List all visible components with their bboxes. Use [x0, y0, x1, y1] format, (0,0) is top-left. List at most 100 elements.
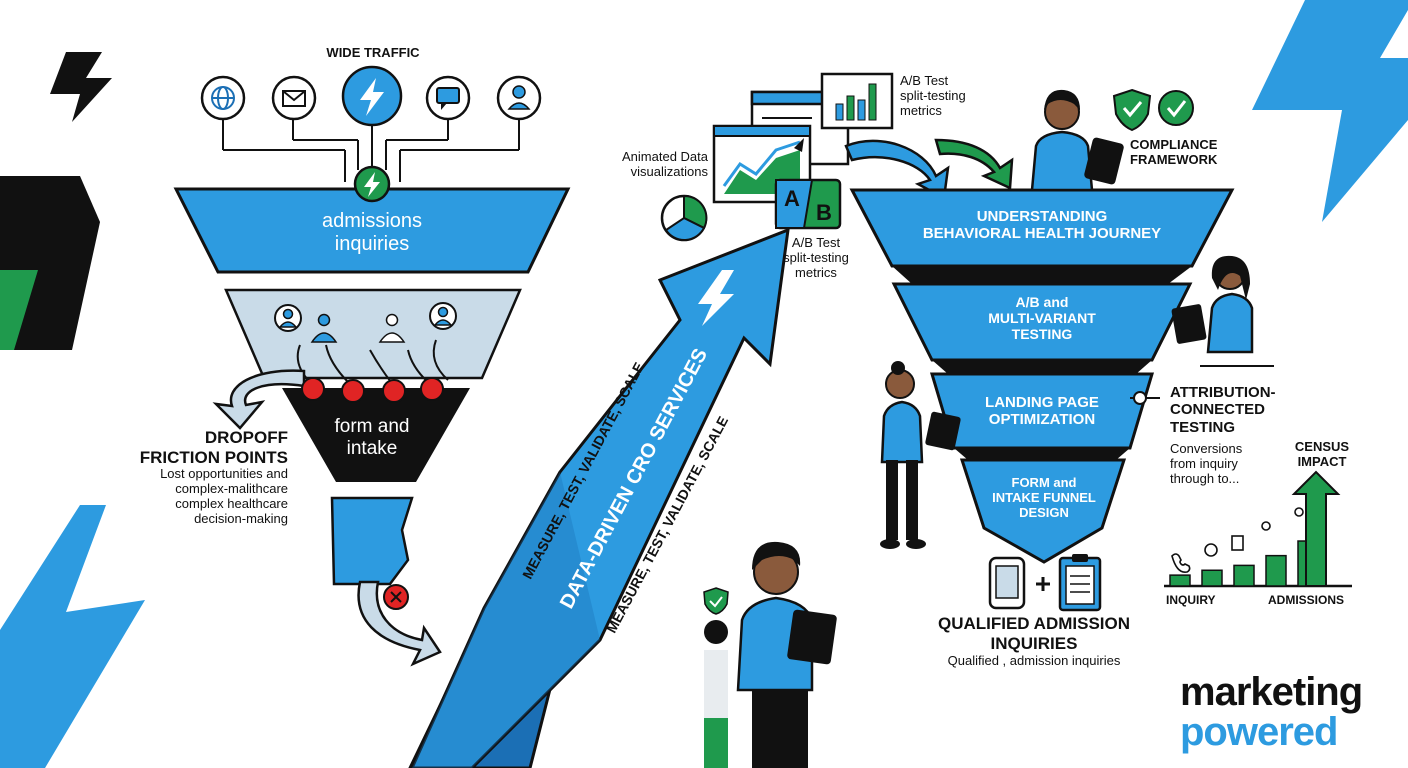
phone-mini-icon — [1171, 553, 1191, 573]
stage-form-design-line-1: FORM and — [1011, 475, 1077, 490]
funnel-separator-1 — [892, 266, 1192, 284]
dropoff-description-line-2: complex-malithcare — [175, 480, 288, 496]
ab-card-b-letter: B — [816, 200, 832, 225]
form-intake-line-2: intake — [346, 437, 398, 459]
brand-logo: marketing powered — [1180, 672, 1390, 752]
census-title-line-1: CENSUS — [1294, 439, 1350, 454]
plus-icon — [1036, 577, 1050, 591]
bolt-top-left-icon — [50, 52, 112, 122]
green-corner-block — [0, 270, 38, 350]
bolt-bottom-left-icon — [0, 505, 145, 768]
ab-card-a-letter: A — [784, 186, 800, 211]
stage-understanding-line-1: UNDERSTANDING — [976, 208, 1108, 225]
stage-form-design-line-2: INTAKE FUNNEL — [992, 489, 1096, 505]
clipboard-mini-icon — [1231, 535, 1244, 551]
person-right-standing — [1171, 255, 1274, 367]
person-top-right — [1030, 89, 1124, 192]
lightning-bolt-icon — [341, 65, 403, 127]
stage-landing-page-label: LANDING PAGE OPTIMIZATION — [952, 394, 1132, 429]
analytics-cards — [660, 72, 1014, 242]
qualified-title-line-2: INQUIRIES — [990, 633, 1078, 653]
qualified-title-line-1: QUALIFIED ADMISSION — [937, 614, 1131, 633]
compliance-line-2: FRAMEWORK — [1130, 151, 1218, 167]
chat-bubble-icon — [425, 75, 471, 121]
brand-logo-line-2: powered — [1180, 710, 1338, 754]
census-trend-arrow — [1291, 470, 1341, 587]
form-intake-label: form and intake — [306, 416, 438, 460]
qualified-subtitle: Qualified , admission inquiries — [947, 653, 1121, 668]
person-left-standing — [880, 361, 961, 549]
check-circle-icon — [1158, 90, 1194, 126]
dropoff-title-line-2: FRICTION POINTS — [139, 447, 288, 467]
arrow-shaft-shadow — [412, 472, 600, 768]
stage-understanding-label: UNDERSTANDING BEHAVIORAL HEALTH JOURNEY — [880, 208, 1204, 243]
group-mini-icon — [1261, 521, 1271, 531]
stage-ab-testing-line-2: MULTI-VARIANT — [988, 310, 1096, 327]
form-intake-line-1: form and — [334, 416, 410, 437]
user-icon — [496, 75, 542, 121]
shield-check-icon — [1112, 88, 1152, 132]
animated-viz-label: Animated Data visualizations — [580, 149, 708, 180]
funnel-stage-form-intake — [282, 388, 470, 482]
census-bar-3 — [1233, 564, 1255, 587]
attribution-description: Conversions from inquiry through to... — [1170, 441, 1280, 487]
stage-form-design-line-3: DESIGN — [1019, 504, 1069, 520]
attribution-title-line-2: CONNECTED — [1170, 401, 1266, 419]
friction-point-dots — [301, 377, 444, 403]
dropoff-title-line-1: DROPOFF — [204, 428, 288, 447]
attribution-description-line-3: through to... — [1170, 470, 1240, 486]
stage-landing-page-line-2: OPTIMIZATION — [988, 411, 1096, 429]
admissions-inquiries-line-1: admissions — [321, 210, 423, 232]
funnel-separator-3 — [954, 448, 1130, 460]
bolt-top-right-icon — [1252, 0, 1408, 222]
dropoff-title: DROPOFF FRICTION POINTS — [118, 428, 288, 467]
person-bottom-center — [703, 541, 837, 768]
ab-test-bottom-label: A/B Test split-testing metrics — [766, 235, 866, 281]
dropoff-arrow — [212, 369, 306, 430]
right-funnel — [849, 188, 1235, 564]
compliance-label: COMPLIANCE FRAMEWORK — [1130, 137, 1250, 168]
census-x-end-label: ADMISSIONS — [1268, 593, 1345, 607]
dropoff-description: Lost opportunities and complex-malithcar… — [112, 466, 288, 527]
left-funnel — [173, 65, 571, 667]
wide-traffic-title: WIDE TRAFFIC — [326, 45, 420, 60]
funnel-stage-admissions — [173, 187, 571, 274]
census-bar-4 — [1265, 554, 1287, 587]
funnel-stage-visitors — [224, 288, 522, 380]
census-bar-2 — [1201, 569, 1223, 587]
ab-test-top-line-3: metrics — [900, 102, 942, 118]
admissions-inquiries-line-2: inquiries — [334, 233, 410, 255]
compliance-shields — [1112, 88, 1194, 132]
globe-icon — [200, 75, 246, 121]
animated-viz-line-1: Animated Data — [622, 149, 708, 164]
census-mini-icons — [1171, 507, 1304, 573]
phone-and-clipboard — [988, 554, 1102, 612]
progress-bar-indicator — [703, 587, 729, 768]
census-bar-1 — [1169, 574, 1191, 587]
attribution-title-line-1: ATTRIBUTION- — [1170, 384, 1276, 401]
attribution-description-line-2: from inquiry — [1170, 455, 1238, 471]
dropoff-description-line-3: complex healthcare — [175, 495, 288, 511]
ab-test-top-line-2: split-testing — [900, 87, 966, 103]
census-impact-chart — [1164, 470, 1352, 588]
mail-icon — [271, 75, 317, 121]
compliance-line-1: COMPLIANCE — [1130, 137, 1218, 152]
diagonal-growth-arrow — [408, 227, 790, 768]
census-bars — [1169, 540, 1319, 587]
stage-understanding-line-2: BEHAVIORAL HEALTH JOURNEY — [922, 225, 1162, 243]
census-title-line-2: IMPACT — [1297, 453, 1347, 469]
person-mini-icon — [1294, 507, 1304, 517]
arrow-shaft — [410, 227, 790, 768]
funnel-separator-2 — [932, 360, 1152, 374]
flow-arrow-green — [934, 138, 1014, 190]
attribution-description-line-1: Conversions — [1170, 441, 1243, 456]
funnel-spout — [330, 496, 414, 586]
stage-ab-testing-line-3: TESTING — [1011, 326, 1073, 343]
pie-chart-icon — [660, 194, 708, 242]
ab-test-bottom-line-3: metrics — [795, 264, 837, 280]
funnel-entry-bolt-icon — [353, 165, 391, 203]
refresh-mini-icon — [1204, 543, 1218, 557]
dropoff-description-line-1: Lost opportunities and — [160, 466, 288, 481]
stage-ab-testing-line-1: A/B and — [1015, 294, 1069, 310]
